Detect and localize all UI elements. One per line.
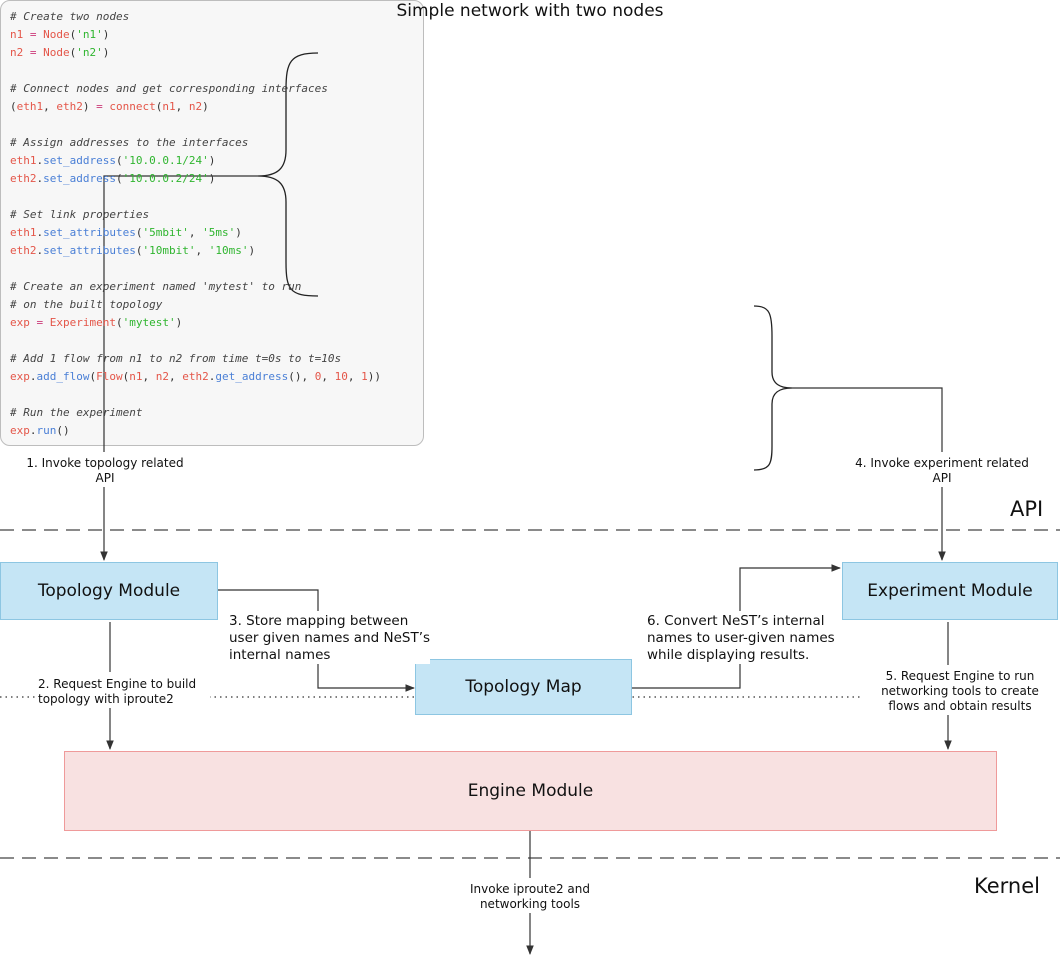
code-line: # Create an experiment named 'mytest' to… [10,280,302,293]
code-line: ​ [10,332,381,350]
code-listing: # Create two nodes n1 = Node('n1') n2 = No… [10,8,381,440]
code-line: # Connect nodes and get corresponding in… [10,82,328,95]
code-line: exp.run() [10,424,70,437]
step6-label: 6. Convert NeST’s internal names to user… [647,613,835,664]
topology-map: Topology Map [415,659,632,715]
code-line: eth2.set_attributes('10mbit', '10ms') [10,244,256,257]
topology-module: Topology Module [0,562,218,620]
code-line: # Create two nodes [10,10,130,23]
code-line: # Add 1 flow from n1 to n2 from time t=0… [10,352,342,365]
code-panel: # Create two nodes n1 = Node('n1') n2 = No… [0,0,424,446]
step1-label: 1. Invoke topology related API [20,456,190,486]
arrow-step4 [792,387,943,452]
topology-map-label: Topology Map [465,677,582,697]
code-line: ​ [10,62,381,80]
code-line: ​ [10,260,381,278]
kernel-invoke-label: Invoke iproute2 and networking tools [440,882,620,912]
code-line: ​ [10,116,381,134]
api-layer-label: API [1010,497,1044,521]
left-brace [257,52,319,297]
code-line: ​ [10,188,381,206]
code-line: eth2.set_address('10.0.0.2/24') [10,172,216,185]
code-line: ​ [10,386,381,404]
step5-label: 5. Request Engine to run networking tool… [860,669,1060,714]
diagram-title: Simple network with two nodes [396,1,664,21]
arrow-step1 [103,175,258,452]
arrow-step3-tail [317,661,415,692]
experiment-module-label: Experiment Module [867,581,1033,601]
code-line: (eth1, eth2) = connect(n1, n2) [10,100,209,113]
code-line: # Assign addresses to the interfaces [10,136,249,149]
code-line: exp = Experiment('mytest') [10,316,183,329]
topology-module-label: Topology Module [37,581,181,601]
step4-label: 4. Invoke experiment related API [852,456,1032,486]
arrow-step3 [218,589,319,611]
code-line: eth1.set_address('10.0.0.1/24') [10,154,216,167]
engine-module: Engine Module [64,751,997,831]
arrow-step6-tail [739,564,841,611]
step3-label: 3. Store mapping between user given name… [229,613,431,664]
step2-label: 2. Request Engine to build topology with… [36,677,210,707]
code-line: eth1.set_attributes('5mbit', '5ms') [10,226,242,239]
code-line: n1 = Node('n1') [10,28,110,41]
code-line: # Set link properties [10,208,150,221]
experiment-module: Experiment Module [842,562,1058,620]
arrow-step6 [632,661,741,689]
kernel-layer-label: Kernel [974,874,1040,898]
code-line: exp.add_flow(Flow(n1, n2, eth2.get_addre… [10,370,381,383]
code-line: n2 = Node('n2') [10,46,110,59]
engine-module-label: Engine Module [467,781,594,801]
code-line: # on the built topology [10,298,163,311]
right-brace [753,305,793,471]
code-line: # Run the experiment [10,406,143,419]
